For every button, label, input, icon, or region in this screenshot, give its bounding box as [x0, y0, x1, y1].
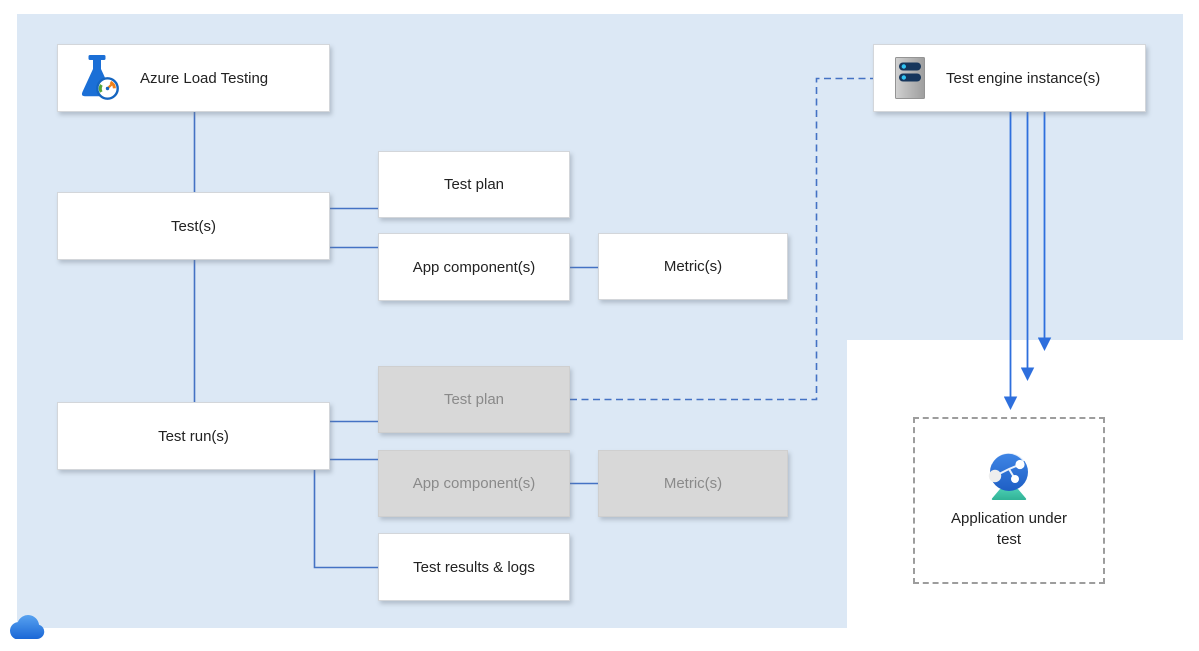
- node-test-runs: Test run(s): [57, 402, 330, 470]
- node-label: Test plan: [443, 391, 505, 408]
- node-label: Test engine instance(s): [946, 69, 1101, 87]
- node-label: Test(s): [171, 217, 216, 235]
- node-label: App component(s): [412, 258, 536, 276]
- node-test-results: Test results & logs: [378, 533, 570, 601]
- node-label: Test results & logs: [413, 558, 535, 576]
- globe-icon: [988, 451, 1028, 500]
- load-testing-flask-icon: [81, 55, 119, 100]
- azure-cloud-icon: [10, 615, 45, 639]
- node-label: Metric(s): [663, 475, 723, 492]
- node-label: Metric(s): [663, 258, 723, 275]
- connector-runtestplan-to-testengine-dashed: [570, 77, 873, 401]
- node-label: Azure Load Testing: [140, 69, 269, 87]
- connector-testruns-to-testresults: [313, 470, 378, 569]
- node-test-plan: Test plan: [378, 151, 570, 218]
- node-application-under-test: Application under test: [913, 417, 1105, 584]
- node-label: Test plan: [443, 176, 505, 193]
- node-label: Test run(s): [158, 427, 229, 445]
- node-azure-load-testing: Azure Load Testing: [57, 44, 330, 112]
- node-label: App component(s): [412, 475, 536, 492]
- node-run-test-plan: Test plan: [378, 366, 570, 433]
- node-tests: Test(s): [57, 192, 330, 260]
- node-metrics: Metric(s): [598, 233, 788, 300]
- node-label: Application under test: [951, 510, 1067, 548]
- node-run-app-components: App component(s): [378, 450, 570, 517]
- server-icon: [895, 57, 925, 99]
- node-run-metrics: Metric(s): [598, 450, 788, 517]
- node-app-components: App component(s): [378, 233, 570, 301]
- node-test-engine: Test engine instance(s): [873, 44, 1146, 112]
